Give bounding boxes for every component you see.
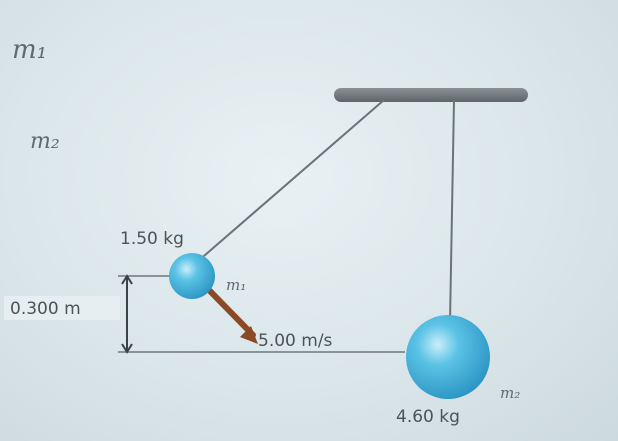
handwritten-m1-near-ball: m₁ xyxy=(226,276,246,294)
string-m1 xyxy=(196,99,385,263)
handwritten-m2-near-ball: m₂ xyxy=(500,384,520,402)
velocity-arrow xyxy=(204,285,256,338)
velocity-arrowhead xyxy=(240,326,258,344)
height-arrow-up xyxy=(121,274,133,285)
mass1-label: 1.50 kg xyxy=(120,229,184,249)
height-arrow-down xyxy=(121,343,133,354)
mass2-label: 4.60 kg xyxy=(396,407,460,427)
mass1-ball xyxy=(169,253,215,299)
ceiling-support xyxy=(334,88,528,102)
height-label: 0.300 m xyxy=(10,299,81,319)
handwritten-m2-top: m₂ xyxy=(30,129,60,154)
mass2-ball xyxy=(406,315,490,399)
handwritten-m1-top: m₁ xyxy=(12,35,47,65)
height-label-bg xyxy=(4,296,120,320)
string-m2 xyxy=(449,99,455,323)
velocity-label: 5.00 m/s xyxy=(258,331,333,351)
